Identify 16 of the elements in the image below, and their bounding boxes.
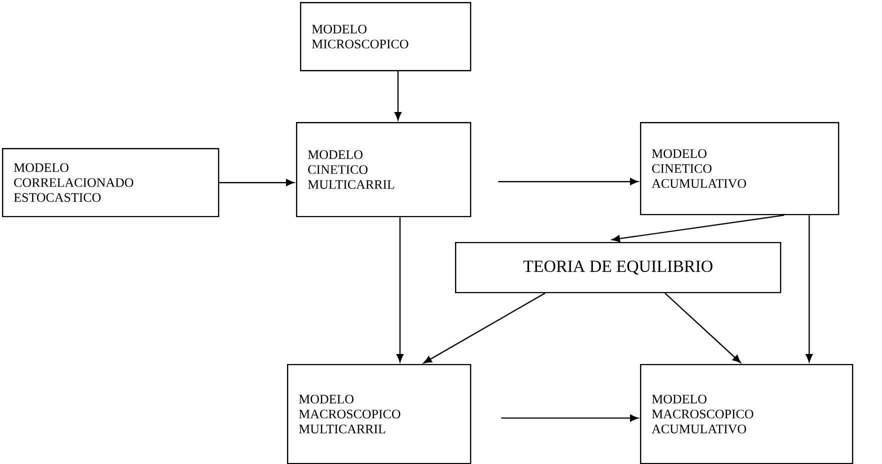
concept-box: TEORIA DE EQUILIBRIO: [455, 242, 782, 294]
model-box: MODELO MICROSCOPICO: [300, 2, 472, 72]
model-box: MODELO CINETICO ACUMULATIVO: [640, 122, 840, 216]
model-box: MODELO CINETICO MULTICARRIL: [296, 122, 472, 218]
arrow: [219, 179, 294, 186]
arrow: [501, 414, 638, 422]
model-box: MODELO CORRELACIONADO ESTOCASTICO: [2, 148, 220, 218]
arrow: [394, 71, 402, 120]
arrow: [806, 215, 813, 362]
arrow: [612, 214, 784, 242]
model-box: MODELO MACROSCOPICO ACUMULATIVO: [640, 364, 854, 464]
arrow: [664, 292, 741, 364]
model-box: MODELO MACROSCOPICO MULTICARRIL: [287, 364, 472, 464]
arrow: [498, 178, 638, 186]
arrow: [396, 217, 404, 362]
arrow: [423, 292, 546, 364]
